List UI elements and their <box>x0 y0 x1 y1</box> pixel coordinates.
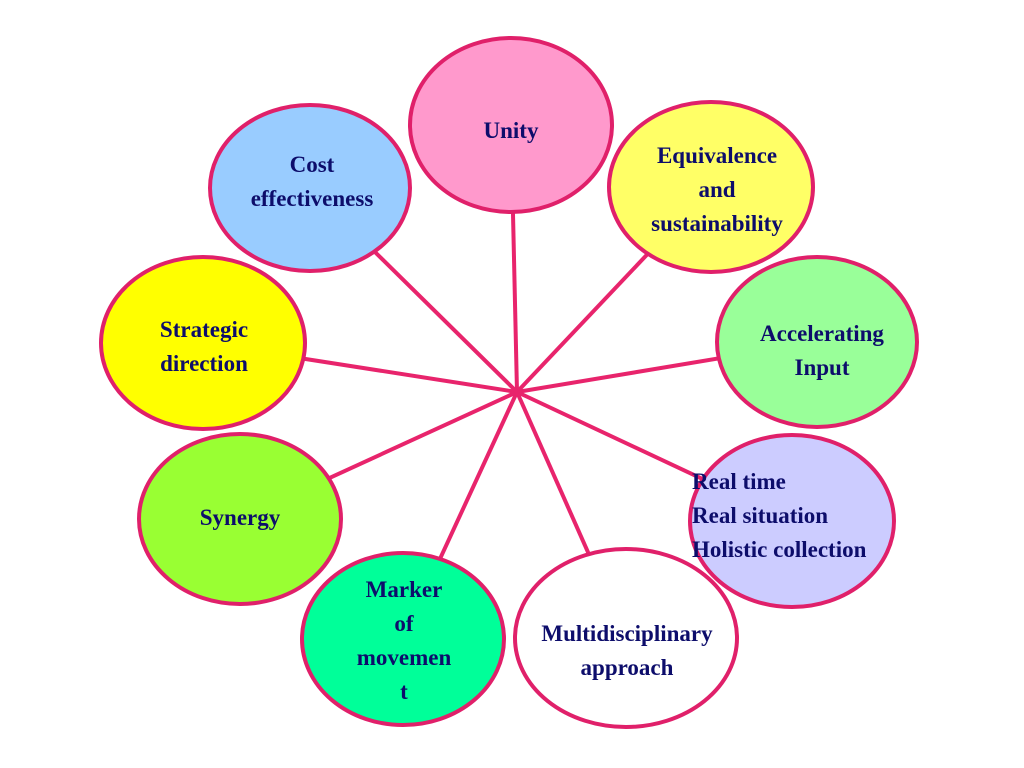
bubble-multidisciplinary <box>513 547 739 729</box>
label-synergy-0: Synergy <box>200 505 281 530</box>
bubble-unity <box>408 36 614 214</box>
label-cost-1: effectiveness <box>251 186 374 211</box>
label-realtime-0: Real time <box>692 469 786 494</box>
label-equivalence-1: and <box>698 177 735 202</box>
label-accelerating-0: Accelerating <box>760 321 884 346</box>
label-unity-0: Unity <box>484 118 539 143</box>
label-marker-0: Marker <box>366 577 443 602</box>
node-strategic: Strategic direction <box>99 255 307 431</box>
label-marker-3: t <box>400 679 408 704</box>
label-marker-1: of <box>394 611 414 636</box>
label-cost-0: Cost <box>290 152 335 177</box>
node-marker: Marker of movemen t <box>300 551 506 727</box>
label-strategic-0: Strategic <box>160 317 248 342</box>
label-equivalence-2: sustainability <box>651 211 783 236</box>
label-marker-2: movemen <box>357 645 452 670</box>
bubble-synergy <box>137 432 343 606</box>
label-equivalence-0: Equivalence <box>657 143 777 168</box>
node-equivalence: Equivalence and sustainability <box>607 100 815 274</box>
label-strategic-1: direction <box>160 351 248 376</box>
node-multidisciplinary: Multidisciplinary approach <box>513 547 739 729</box>
bubble-marker <box>300 551 506 727</box>
bubble-equivalence <box>607 100 815 274</box>
label-realtime-2: Holistic collection <box>692 537 867 562</box>
node-synergy: Synergy <box>137 432 343 606</box>
label-multidisciplinary-1: approach <box>581 655 674 680</box>
label-multidisciplinary-0: Multidisciplinary <box>541 621 713 646</box>
bubble-accelerating <box>715 255 919 429</box>
node-cost: Cost effectiveness <box>208 103 412 273</box>
bubble-strategic <box>99 255 307 431</box>
bubble-cost <box>208 103 412 273</box>
node-unity: Unity <box>408 36 614 214</box>
bubble-realtime <box>688 433 896 609</box>
label-accelerating-1: Input <box>795 355 850 380</box>
label-realtime-1: Real situation <box>692 503 828 528</box>
